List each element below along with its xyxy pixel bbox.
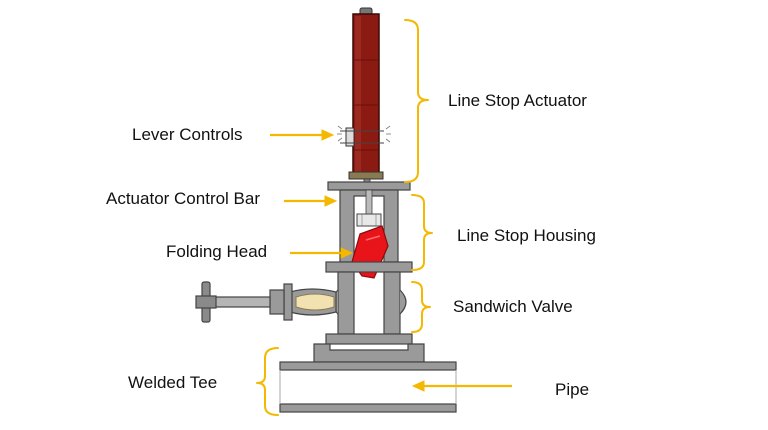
arrows (270, 129, 512, 392)
callouts (256, 19, 433, 416)
bracket-line-stop-housing (411, 194, 433, 271)
bracket-line-stop-actuator (404, 19, 429, 183)
bracket-sandwich-valve (411, 281, 431, 333)
valve-operator (195, 281, 337, 323)
label-welded-tee: Welded Tee (128, 373, 218, 392)
line-stop-actuator (348, 7, 384, 188)
label-folding-head: Folding Head (166, 242, 268, 261)
bracket-welded-tee (256, 347, 279, 416)
label-actuator-control-bar: Actuator Control Bar (106, 189, 261, 208)
actuator-control-bar (356, 213, 382, 227)
label-sandwich-valve: Sandwich Valve (453, 297, 573, 316)
lever-controls (337, 125, 391, 147)
label-pipe: Pipe (555, 380, 590, 399)
label-line-stop-housing: Line Stop Housing (457, 226, 596, 245)
welded-tee (279, 343, 457, 413)
label-line-stop-actuator: Line Stop Actuator (448, 91, 587, 110)
label-lever-controls: Lever Controls (132, 125, 243, 144)
